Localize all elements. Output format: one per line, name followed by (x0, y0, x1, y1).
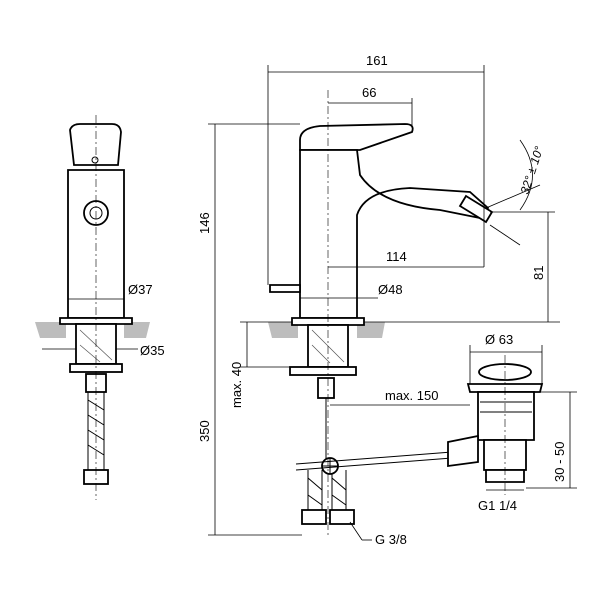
countertop-left (35, 322, 150, 338)
dim-waste-thread: G1 1/4 (478, 498, 517, 513)
dim-spout-reach: 114 (386, 249, 407, 264)
dim-max-deck: max. 40 (229, 362, 244, 408)
dim-hose-thread: G 3/8 (375, 532, 407, 547)
dim-flex-length: 350 (197, 420, 212, 442)
dim-shank-diameter: Ø35 (140, 343, 165, 358)
dim-waste-adjust: 30 - 50 (552, 442, 567, 482)
dim-body-diameter: Ø37 (128, 282, 153, 297)
dim-waste-diameter: Ø 63 (485, 332, 513, 347)
dim-lever-length: 66 (362, 85, 376, 100)
dim-angle: 32° ± 10° (518, 144, 547, 196)
dim-max-rod: max. 150 (385, 388, 438, 403)
dim-base-diameter: Ø48 (378, 282, 403, 297)
pop-up-waste (447, 363, 544, 483)
dim-total-height: 146 (197, 212, 212, 234)
dim-total-width: 161 (366, 53, 388, 68)
countertop-right (268, 322, 385, 338)
dim-spout-height: 81 (531, 266, 546, 280)
